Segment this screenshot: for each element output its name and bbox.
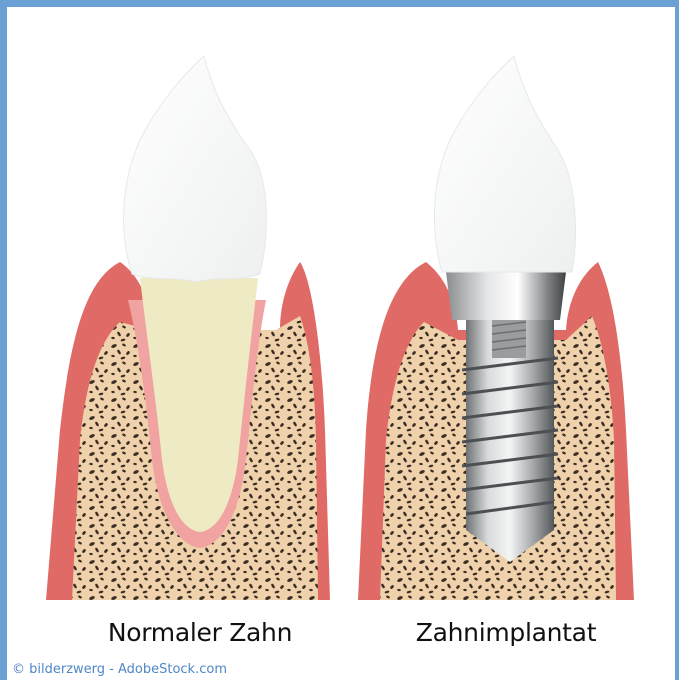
normal-tooth-figure xyxy=(46,56,330,600)
implant-figure xyxy=(358,56,634,600)
tooth-crown-right xyxy=(434,56,575,272)
implant-abutment xyxy=(446,272,566,320)
tooth-crown-left xyxy=(124,56,267,282)
implant-label: Zahnimplantat xyxy=(356,618,656,647)
image-credit: © bilderzwerg - AdobeStock.com xyxy=(12,662,227,677)
normal-tooth-label: Normaler Zahn xyxy=(50,618,350,647)
